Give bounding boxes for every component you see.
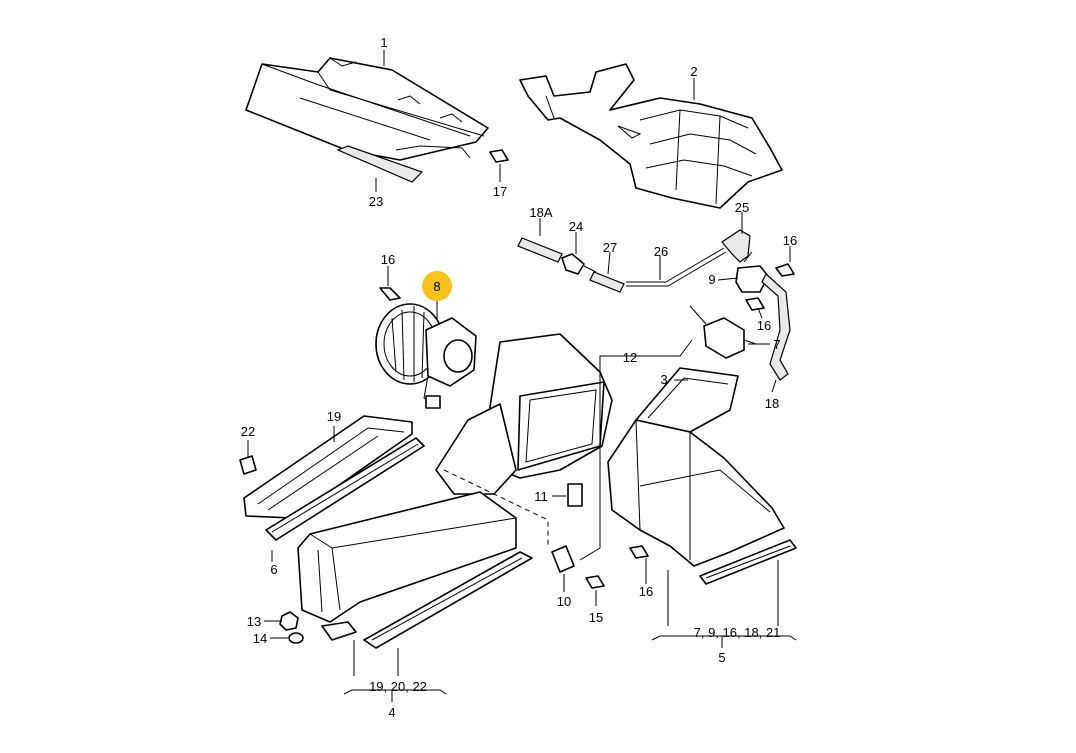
screw-16-right — [775, 263, 795, 277]
callout-25: 25 — [735, 200, 749, 215]
part-18-hose — [761, 273, 791, 381]
part-6-filter — [265, 437, 425, 541]
callout-17: 17 — [493, 184, 507, 199]
callout-7: 7 — [773, 337, 780, 352]
callout-27: 27 — [603, 240, 617, 255]
part-11-switch — [567, 483, 583, 507]
part-25-hose — [721, 229, 751, 263]
part-18a-hose — [517, 237, 563, 263]
callout-11: 11 — [534, 489, 548, 504]
screw-16-top — [379, 287, 401, 301]
part-23-pad — [336, 145, 424, 183]
callout-19: 19 — [327, 409, 341, 424]
callout-4: 4 — [388, 705, 395, 720]
part-12-housing — [297, 333, 613, 623]
callout-3: 3 — [660, 372, 667, 387]
part-2-duct — [519, 63, 783, 209]
part-8-blower-motor — [375, 303, 477, 409]
part-gasket-lower — [363, 551, 533, 649]
callout-22: 22 — [241, 424, 255, 439]
callout-18a: 18A — [529, 205, 552, 220]
screw-15 — [585, 575, 605, 589]
part-26-line — [626, 247, 727, 287]
part-bracket — [321, 621, 357, 641]
callout-18: 18 — [765, 396, 779, 411]
part-3-duct — [635, 367, 739, 433]
part-10-switch — [551, 545, 575, 573]
part-22-clip — [239, 455, 257, 475]
callout-15: 15 — [589, 610, 603, 625]
part-13-nut — [279, 611, 299, 631]
callout-13: 13 — [247, 614, 261, 629]
screw-16-bottom — [629, 545, 649, 559]
part-27-hose — [589, 271, 625, 293]
group-5-items: 7, 9, 16, 18, 21 — [694, 625, 781, 640]
callout-9: 9 — [708, 272, 715, 287]
group-4-items: 19, 20, 22 — [369, 679, 427, 694]
callout-16-bottom: 16 — [639, 584, 653, 599]
callout-14: 14 — [253, 631, 267, 646]
part-5-housing — [607, 419, 797, 585]
part-24-valve — [561, 253, 597, 275]
callout-24: 24 — [569, 219, 583, 234]
part-14-washer — [288, 632, 304, 644]
callout-10: 10 — [557, 594, 571, 609]
callout-26: 26 — [654, 244, 668, 259]
callout-16-top-right: 16 — [783, 233, 797, 248]
part-17-clip — [489, 149, 509, 163]
callout-8: 8 — [433, 279, 440, 294]
callout-2: 2 — [690, 64, 697, 79]
highlight-badge — [422, 271, 452, 301]
callout-labels: 1 2 23 17 18A 24 27 26 25 16 9 16 7 18 1… — [241, 35, 797, 720]
leader-lines — [247, 50, 797, 702]
callout-12: 12 — [623, 350, 637, 365]
part-19-filter — [243, 415, 413, 519]
callout-1: 1 — [380, 35, 387, 50]
callout-23: 23 — [369, 194, 383, 209]
callout-6: 6 — [270, 562, 277, 577]
part-7-actuator — [689, 305, 757, 359]
callout-5: 5 — [718, 650, 725, 665]
screw-16-mid — [745, 297, 765, 311]
callout-16-top-left: 16 — [381, 252, 395, 267]
part-9-actuator — [735, 251, 769, 293]
part-1-cover — [245, 57, 489, 161]
callout-16-mid-right: 16 — [757, 318, 771, 333]
